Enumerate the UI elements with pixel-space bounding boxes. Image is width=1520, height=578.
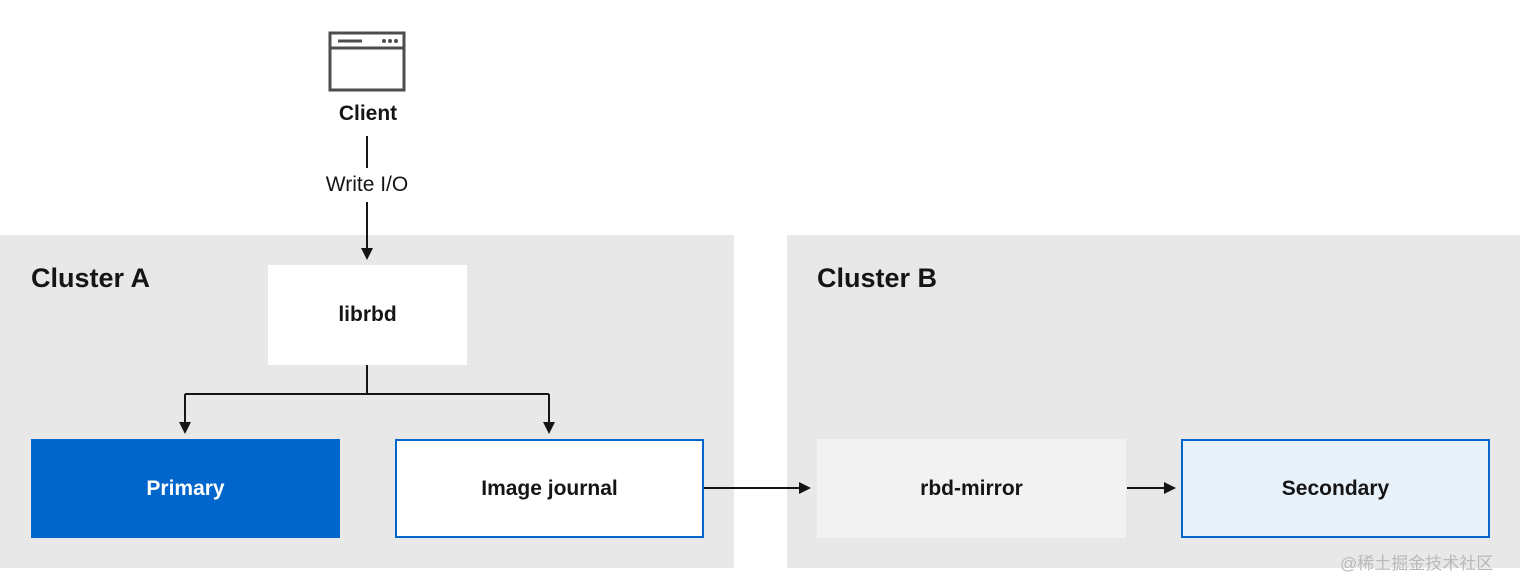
primary-box: Primary	[31, 439, 340, 538]
image-journal-box: Image journal	[395, 439, 704, 538]
rbd-mirror-box: rbd-mirror	[817, 439, 1126, 538]
secondary-box: Secondary	[1181, 439, 1490, 538]
write-io-label: Write I/O	[325, 173, 409, 196]
librbd-box: librbd	[268, 265, 467, 365]
watermark-text: @稀土掘金技术社区	[1340, 554, 1494, 573]
cluster-b-title: Cluster B	[817, 263, 938, 293]
client-label: Client	[338, 102, 398, 125]
browser-window-icon	[328, 31, 406, 92]
cluster-a-title: Cluster A	[31, 263, 151, 293]
